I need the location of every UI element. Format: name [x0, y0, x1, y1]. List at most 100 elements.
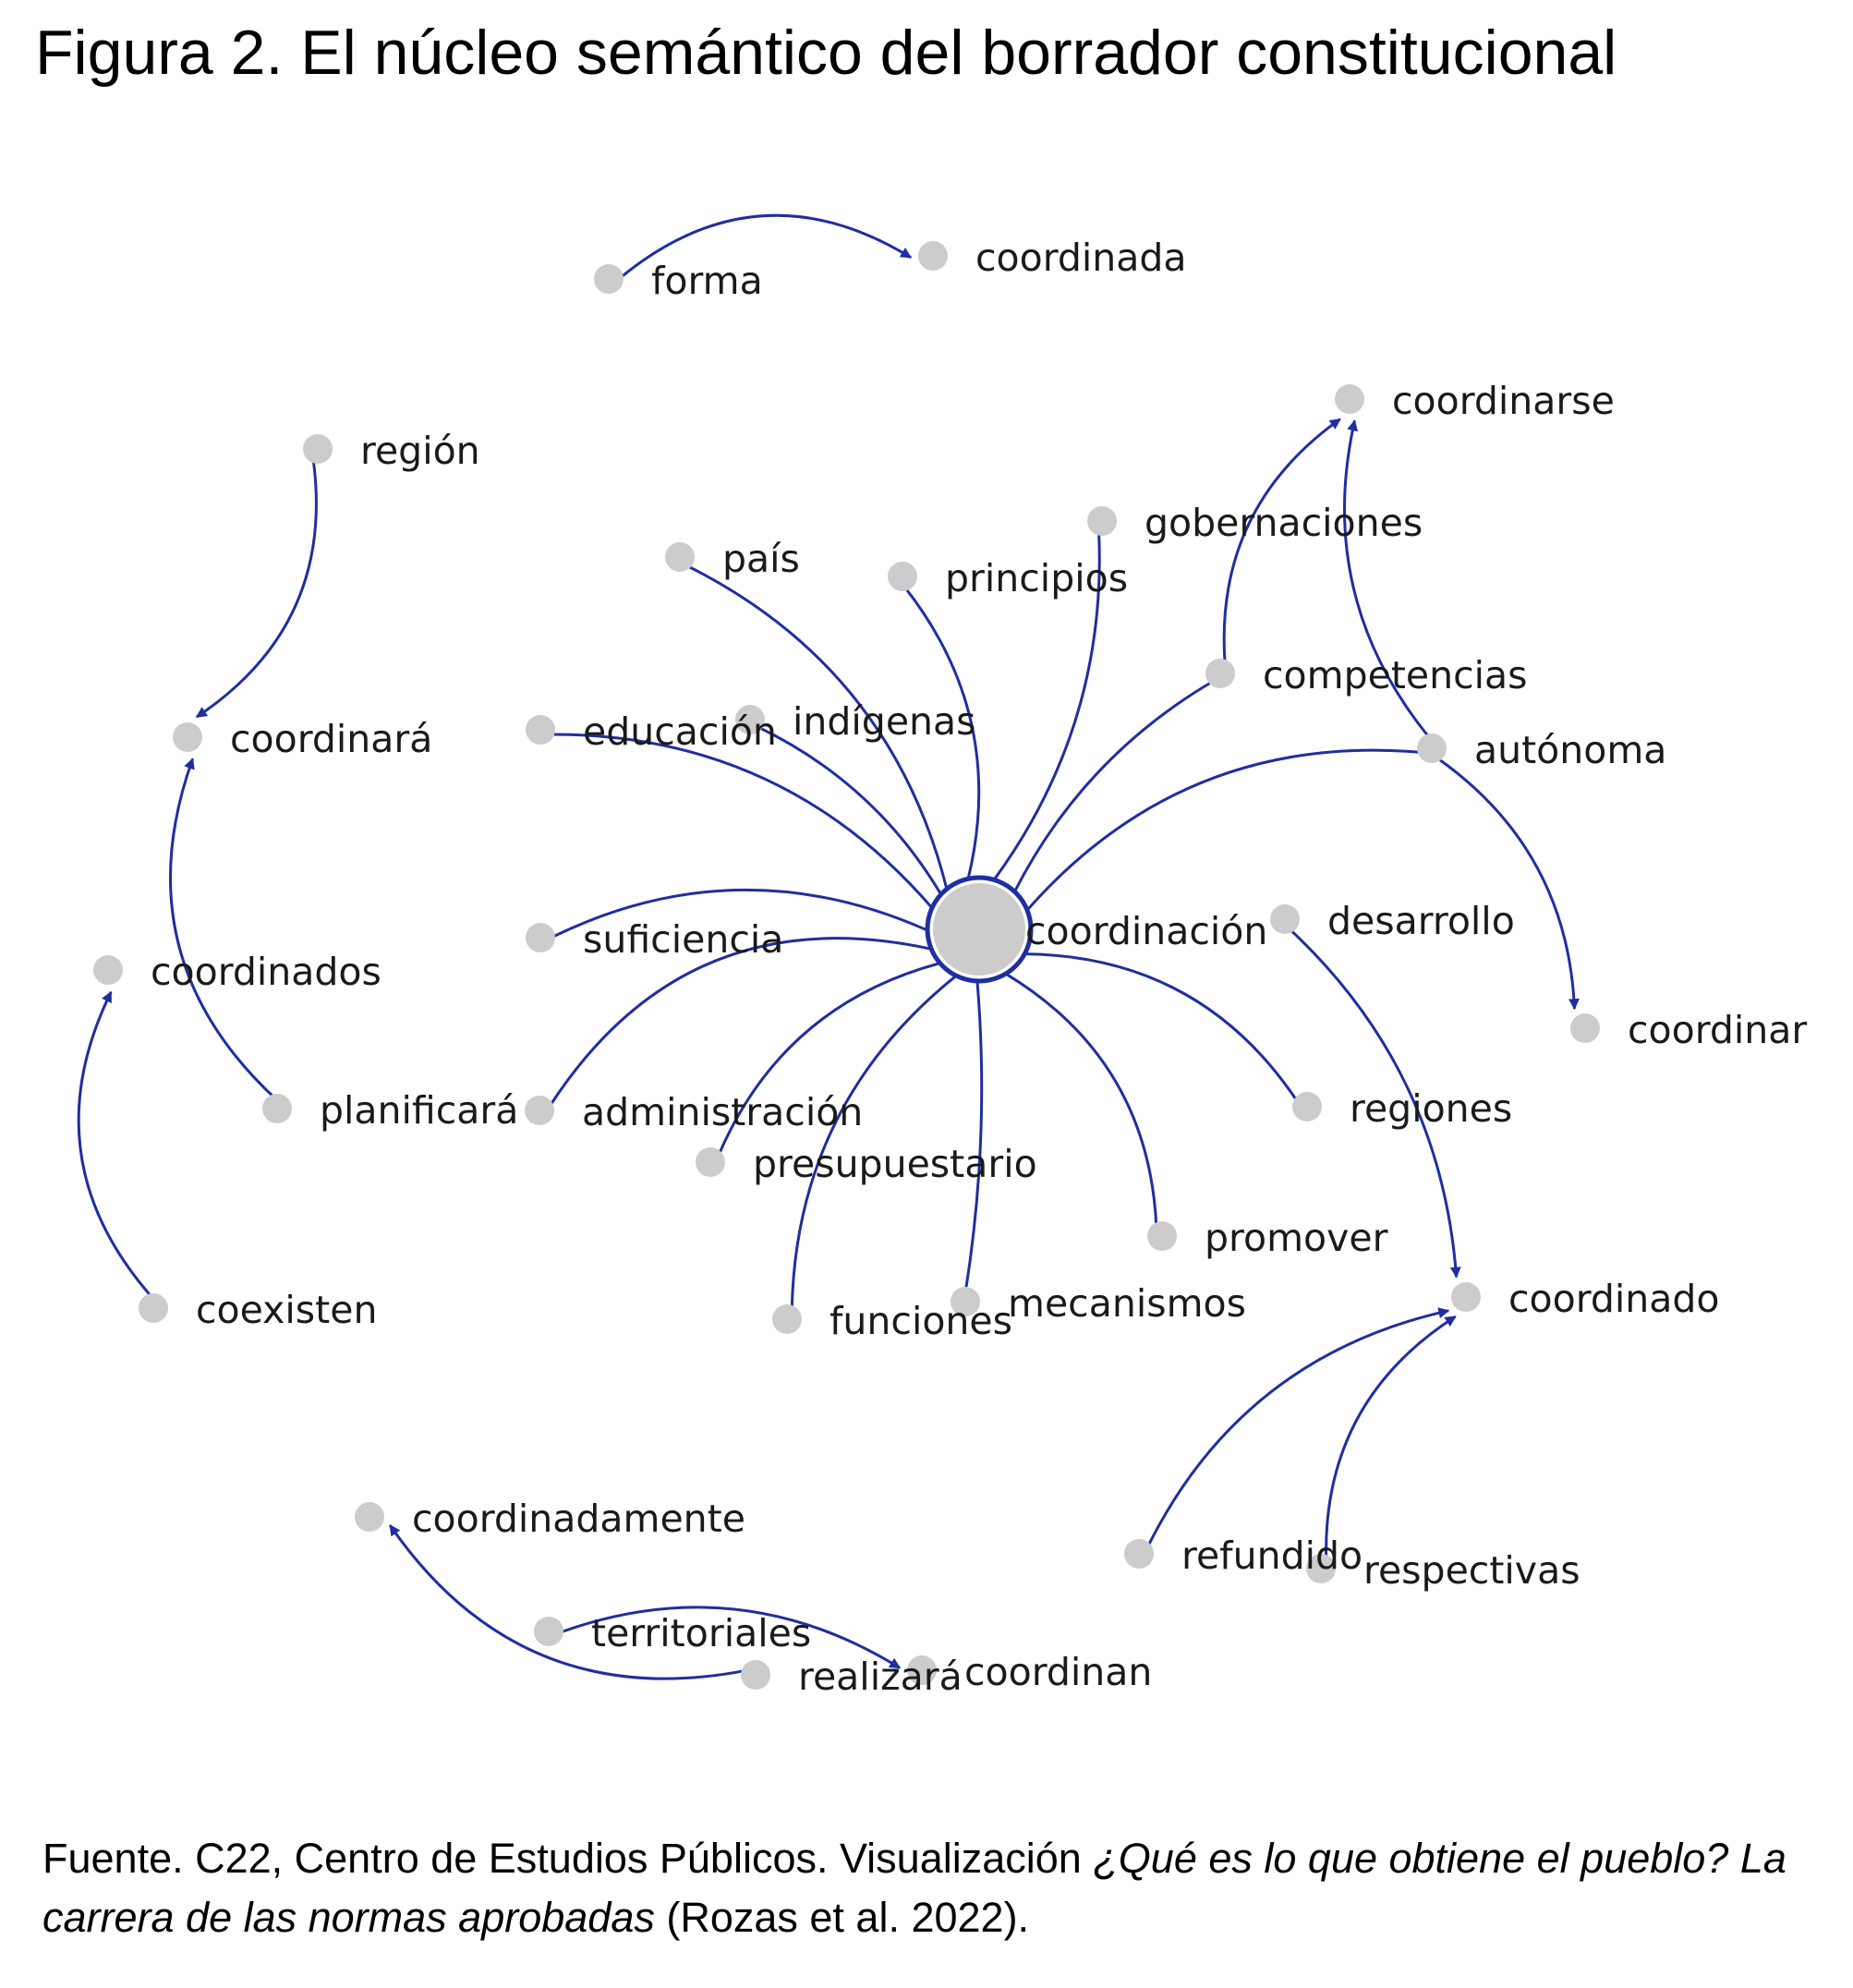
- edge-respectivas-to-coordinado: [1325, 1315, 1457, 1559]
- node-desarrollo[interactable]: [1270, 904, 1300, 934]
- node-suficiencia[interactable]: [526, 923, 555, 952]
- node-regiones[interactable]: [1292, 1092, 1322, 1121]
- edge-forma-to-coordinada: [619, 213, 913, 280]
- node-label-realiza: realizará: [798, 1655, 963, 1699]
- node-pais[interactable]: [665, 542, 695, 572]
- edge-gobernaciones-to-coordinacion: [992, 531, 1101, 881]
- node-realiza[interactable]: [741, 1660, 770, 1690]
- node-promover[interactable]: [1147, 1221, 1177, 1251]
- edge-indigenas-to-coordinacion: [757, 725, 942, 895]
- node-label-coordinado: coordinado: [1508, 1277, 1719, 1321]
- network-graph: forma coordinada coordinarse región gobernac…: [77, 213, 1807, 1699]
- edge-autonoma-to-coordinarse: [1343, 419, 1431, 739]
- edge-pais-to-coordinacion: [685, 564, 949, 890]
- node-label-mecanismos: mecanismos: [1008, 1281, 1246, 1326]
- node-label-gobernaciones: gobernaciones: [1144, 501, 1423, 545]
- node-coordinan[interactable]: [907, 1655, 937, 1685]
- node-coordinada[interactable]: [918, 241, 948, 271]
- edge-presupuestario-to-coordinacion: [717, 962, 941, 1156]
- node-presupuestario[interactable]: [696, 1147, 725, 1177]
- node-planificara[interactable]: [262, 1094, 292, 1123]
- edge-autonoma-to-coordinacion: [1025, 748, 1422, 912]
- node-label-coexisten: coexisten: [196, 1288, 377, 1332]
- node-forma[interactable]: [594, 264, 624, 294]
- edge-suficiencia-to-coordinacion: [551, 888, 928, 939]
- edge-territoriales-to-coordinan: [559, 1606, 902, 1669]
- edge-funciones-to-coordinacion: [790, 975, 958, 1310]
- nodes-layer: [93, 241, 1600, 1690]
- edge-educacion-to-coordinacion: [550, 733, 934, 909]
- edge-principios-to-coordinacion: [903, 586, 981, 879]
- node-label-coordinar: coordinar: [1628, 1008, 1807, 1052]
- edge-desarrollo-to-coordinado: [1289, 927, 1461, 1279]
- node-label-forma: forma: [651, 259, 763, 303]
- node-label-administracion: administración: [582, 1090, 863, 1134]
- node-competencias[interactable]: [1205, 659, 1235, 688]
- node-label-indigenas: indígenas: [793, 699, 976, 744]
- node-coordinados[interactable]: [93, 955, 123, 985]
- caption-prefix: Fuente. C22, Centro de Estudios Públicos…: [42, 1835, 1094, 1882]
- node-label-respectivas: respectivas: [1363, 1548, 1580, 1593]
- node-mecanismos[interactable]: [951, 1287, 980, 1316]
- edge-competencias-to-coordinarse: [1222, 418, 1341, 664]
- node-label-planificara: planificará: [320, 1088, 518, 1133]
- node-administracion[interactable]: [525, 1096, 554, 1125]
- node-indigenas[interactable]: [735, 705, 765, 734]
- node-label-coordinacion: coordinación: [1025, 909, 1267, 953]
- node-coordinadamente[interactable]: [355, 1502, 384, 1532]
- node-label-desarrollo: desarrollo: [1327, 899, 1515, 943]
- node-label-pais: país: [722, 537, 800, 581]
- node-principios[interactable]: [888, 562, 917, 591]
- caption-suffix: (Rozas et al. 2022).: [654, 1894, 1030, 1941]
- node-coordinarse[interactable]: [1335, 384, 1364, 414]
- edge-refundido-to-coordinado: [1146, 1307, 1450, 1548]
- node-label-coordinara: coordinará: [230, 717, 432, 761]
- node-label-coordinada: coordinada: [975, 236, 1187, 280]
- node-label-coordinadamente: coordinadamente: [412, 1497, 745, 1541]
- edge-competencias-to-coordinacion: [1013, 680, 1214, 892]
- node-coordinacion[interactable]: [933, 883, 1025, 976]
- node-label-principios: principios: [945, 556, 1128, 600]
- node-coordinar[interactable]: [1570, 1013, 1600, 1043]
- node-label-autonoma: autónoma: [1474, 728, 1666, 772]
- caption-italic-title: ¿Qué es lo que obtiene el pueblo? La car…: [42, 1835, 1786, 1941]
- figure-title: Figura 2. El núcleo semántico del borrad…: [35, 18, 1617, 88]
- edge-mecanismos-to-coordinacion: [963, 980, 984, 1291]
- node-label-suficiencia: suficiencia: [583, 917, 783, 962]
- edge-administracion-to-coordinacion: [548, 937, 932, 1108]
- node-label-coordinan: coordinan: [964, 1650, 1152, 1694]
- node-label-region: región: [360, 429, 480, 473]
- node-label-regiones: regiones: [1350, 1086, 1512, 1131]
- node-funciones[interactable]: [772, 1304, 802, 1334]
- node-label-funciones: funciones: [830, 1299, 1012, 1343]
- edge-planificara-to-coordinara: [169, 758, 276, 1099]
- node-label-territoriales: territoriales: [591, 1611, 811, 1655]
- node-educacion[interactable]: [526, 715, 555, 745]
- node-label-presupuestario: presupuestario: [753, 1142, 1037, 1186]
- node-label-competencias: competencias: [1263, 653, 1528, 697]
- edge-coexisten-to-coordinados: [77, 990, 153, 1299]
- node-coordinado[interactable]: [1451, 1282, 1481, 1312]
- node-gobernaciones[interactable]: [1087, 506, 1117, 536]
- edges-layer: [77, 213, 1580, 1680]
- node-label-coordinarse: coordinarse: [1392, 379, 1615, 423]
- node-respectivas[interactable]: [1306, 1554, 1336, 1583]
- labels-layer: forma coordinada coordinarse región gobernac…: [151, 236, 1807, 1699]
- node-label-promover: promover: [1205, 1216, 1388, 1260]
- edge-promover-to-coordinacion: [1004, 972, 1158, 1227]
- node-label-refundido: refundido: [1181, 1533, 1362, 1578]
- edge-region-to-coordinara: [195, 458, 318, 719]
- edge-regiones-to-coordinacion: [1024, 952, 1299, 1103]
- node-autonoma[interactable]: [1417, 733, 1447, 763]
- node-region[interactable]: [303, 434, 333, 464]
- node-coexisten[interactable]: [139, 1293, 168, 1323]
- node-refundido[interactable]: [1124, 1539, 1154, 1569]
- node-territoriales[interactable]: [534, 1617, 563, 1646]
- central-node-ring: [925, 875, 1034, 984]
- figure-caption: Fuente. C22, Centro de Estudios Públicos…: [42, 1829, 1825, 1947]
- node-label-educacion: educación: [583, 709, 777, 754]
- node-label-coordinados: coordinados: [151, 950, 382, 994]
- node-coordinara[interactable]: [173, 722, 202, 752]
- edge-realiza-to-coordinadamente: [388, 1524, 746, 1680]
- edge-autonoma-to-coordinar: [1435, 757, 1580, 1011]
